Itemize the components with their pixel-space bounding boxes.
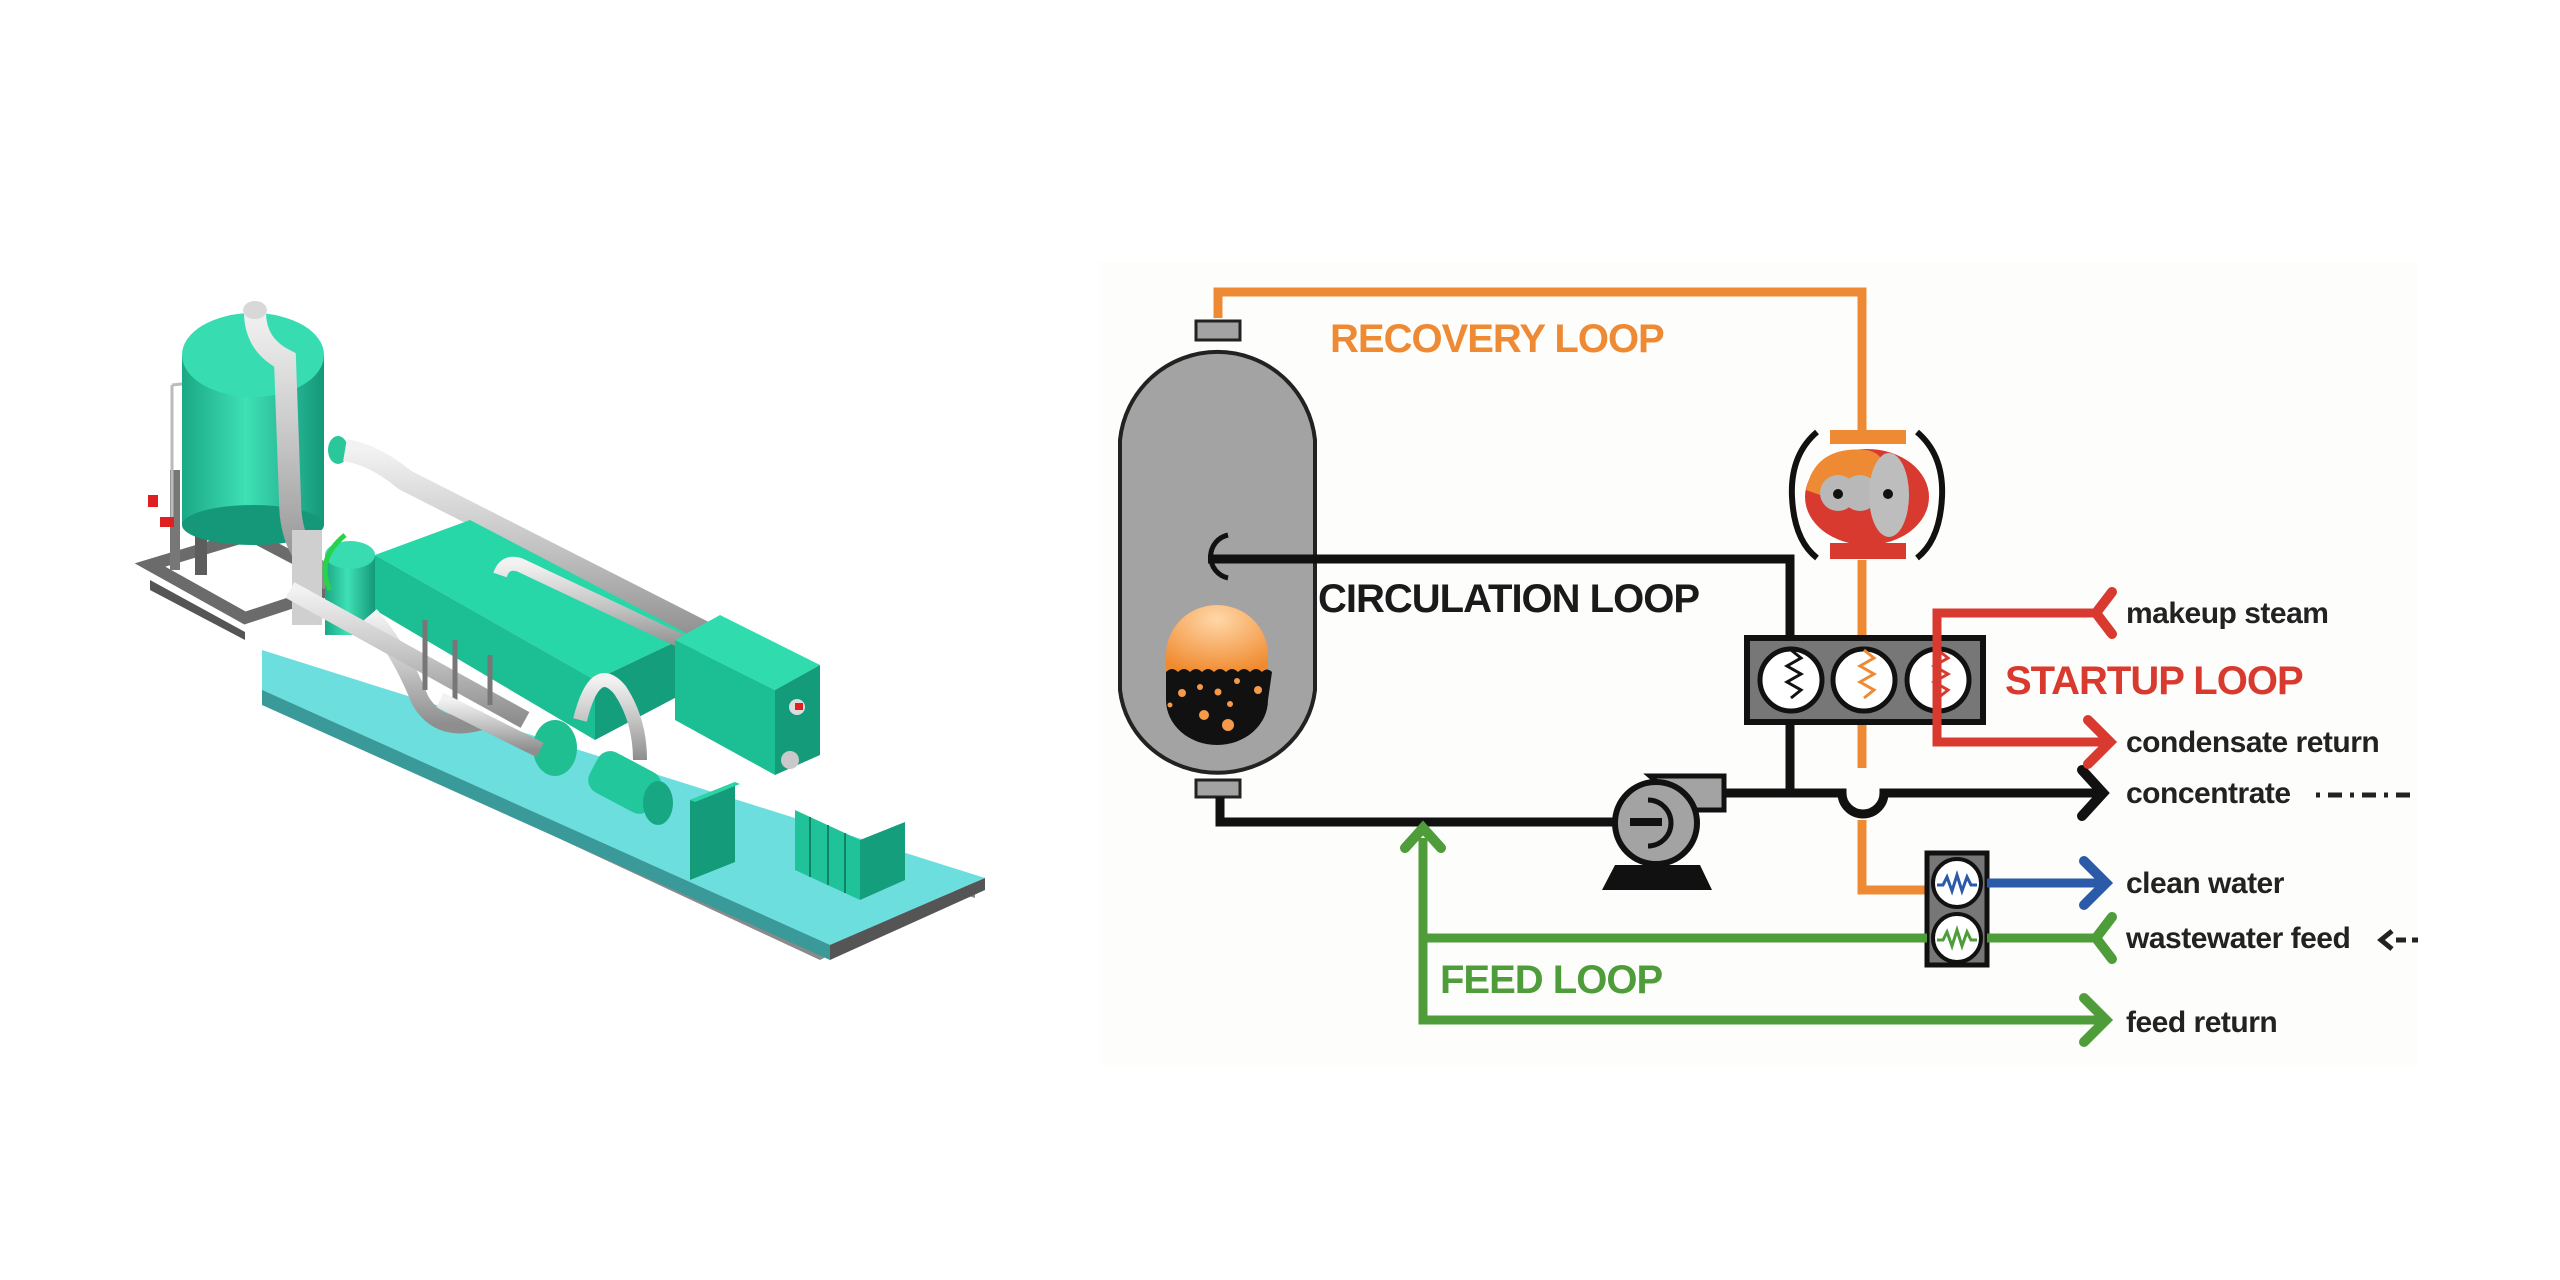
suction-pipe (328, 436, 725, 650)
clean-water-arrowhead (2079, 856, 2114, 910)
feed-return-label: feed return (2126, 1006, 2277, 1039)
recovery-loop: RECOVERY LOOP (1213, 287, 1927, 895)
feed-loop-line (1418, 838, 2100, 1025)
concentrate-label: concentrate (2126, 777, 2291, 810)
exchanger-circulation (1757, 646, 1825, 714)
distillate-heat-exchanger (1924, 850, 1990, 968)
vessel-bottom-nozzle (1194, 778, 1242, 799)
separator-tank (182, 313, 324, 545)
wastewater-feed-dashed-lead (2377, 929, 2394, 951)
makeup-steam-label: makeup steam (2126, 597, 2328, 630)
vessel-window-foam (1166, 605, 1268, 675)
exchanger-housing (1744, 635, 1986, 725)
wastewater-feed-label: wastewater feed (2125, 922, 2350, 955)
vapor-bubbles (1167, 678, 1262, 731)
exchanger-recovery (1830, 646, 1898, 714)
pump-impeller (1647, 797, 1674, 849)
diagram-panel (1100, 262, 2418, 1065)
startup-loop-label: STARTUP LOOP (2005, 659, 2303, 703)
evaporator-body (375, 520, 703, 740)
recovery-loop-label: RECOVERY LOOP (1330, 317, 1664, 361)
vessel-window-liquid (1166, 669, 1272, 745)
wastewater-feed-inlet-icon (2089, 912, 2117, 964)
evaporator-vessel (1118, 319, 1317, 799)
clean-water-label: clean water (2126, 867, 2285, 900)
stream-labels: makeup steam condensate return concentra… (2125, 597, 2418, 1039)
circulation-suction-line (1215, 797, 1655, 827)
vapor-compressor (1788, 429, 1946, 561)
clean-water-line (1987, 856, 2114, 910)
recovery-loop-line (1213, 287, 1927, 895)
process-pipes (285, 582, 647, 761)
feed-loop-label: FEED LOOP (1440, 958, 1662, 1002)
makeup-steam-inlet-icon (2089, 587, 2117, 639)
heat-exchanger-bank (1744, 635, 1986, 725)
circulation-pump-motor (436, 692, 673, 825)
control-cabinets (690, 782, 905, 900)
exchanger-startup (1904, 646, 1972, 714)
vessel-shell (1118, 349, 1317, 775)
concentrate-line (1723, 788, 2098, 819)
pump-outlet (1643, 773, 1727, 813)
feed-loop: FEED LOOP (1400, 820, 2117, 1047)
pump-casing (1612, 779, 1700, 867)
vessel-inlet-diffuser (1208, 532, 1229, 581)
circulation-loop-label: CIRCULATION LOOP (1318, 577, 1699, 621)
vessel-top-nozzle (1194, 319, 1242, 342)
feed-return-arrowhead (2079, 993, 2114, 1047)
feed-inlet-arrowhead (1400, 820, 1446, 853)
condensate-return-arrowhead (2083, 715, 2118, 769)
circulation-return-line (1208, 554, 1795, 793)
startup-loop: STARTUP LOOP (1932, 587, 2304, 769)
equipment-3d-render (134, 301, 985, 960)
startup-loop-line (1932, 608, 2105, 747)
circulation-loop: CIRCULATION LOOP (1208, 554, 2110, 827)
plate-heat-exchanger (675, 615, 820, 775)
pump-base (1602, 865, 1712, 890)
concentrate-arrowhead (2077, 765, 2110, 821)
circulation-pump (1602, 773, 1727, 890)
condensate-return-label: condensate return (2126, 726, 2379, 759)
